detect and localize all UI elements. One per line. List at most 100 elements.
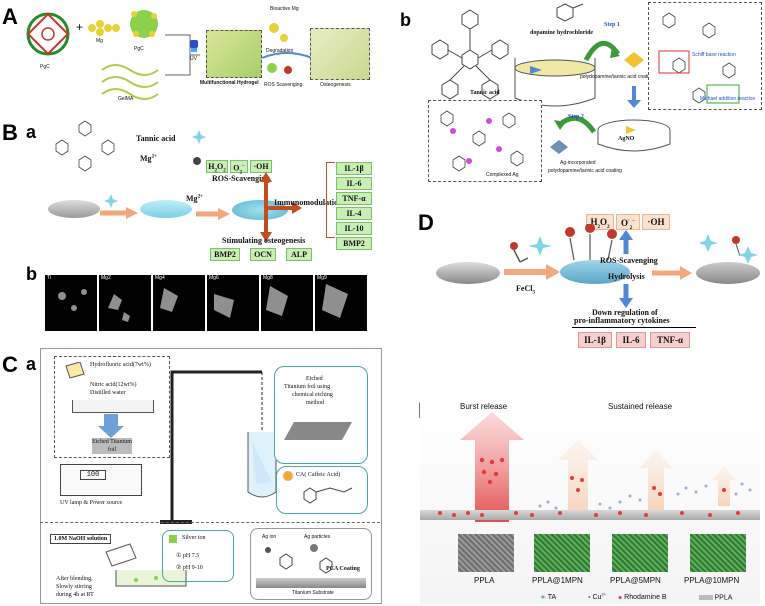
D-released-icon (700, 234, 758, 264)
panel-B-a-label: a (26, 122, 37, 142)
ta-star-icon: ✶ (540, 594, 546, 602)
micro-label-5: Mg8 (263, 275, 273, 281)
C-down-arrow-icon (98, 414, 124, 438)
E-burst-label: Burst release (460, 402, 508, 411)
B-marker-1: BMP2 (210, 248, 240, 261)
C-after2-label: Slowly stirring (56, 584, 92, 590)
mg-ion-cluster-icon (88, 20, 120, 36)
reaction-structure-icon (658, 12, 740, 104)
D-disk-1 (436, 262, 500, 284)
E-legend-ppla: PPLA (714, 594, 733, 602)
micro-image-2: Mg2 (98, 274, 152, 332)
ros-scavenging-label: ROS Scavenging (264, 82, 303, 88)
plus-sign: + (76, 20, 84, 34)
B-h2o2-box: H2O2 (206, 160, 228, 174)
E-sample-label-2: PPLA@1MPN (532, 576, 583, 585)
B-ros-label: ROS-Scavenging (212, 174, 270, 183)
D-disk-3 (696, 262, 760, 284)
B-arrow1-icon (100, 207, 138, 219)
E-legend: ✶ TA • Cu2+ ● Rhodamine B PPLA (540, 592, 732, 604)
ag-incorporated-label: Ag-incorporated (560, 160, 596, 166)
pgc-mg-label: PgC (134, 46, 144, 52)
step1-curved-arrow-icon (583, 41, 621, 62)
michael-label: Michael addition reaction (700, 96, 756, 102)
C-etching-box (54, 356, 170, 458)
D-o2-text: O (620, 218, 628, 228)
D-cytokine-1: IL-1β (578, 332, 612, 348)
coating-label: polydopamine/tannic acid coating (580, 74, 654, 80)
C-ca-dot-icon (283, 471, 293, 481)
B-marker-2: OCN (250, 248, 276, 261)
bioactive-mg-label: Bioactive Mg (270, 6, 299, 12)
panel-B-b-label: b (26, 264, 37, 284)
C-display: 100 (80, 470, 106, 480)
step1-label: Step 1 (604, 22, 620, 28)
D-hydrolysis-label: Hydrolysis (608, 272, 645, 281)
mg-label: Mg (96, 38, 103, 44)
E-sample-3 (612, 534, 668, 572)
B-o2-box: O2− (230, 160, 248, 175)
D-h2o2-text: H (590, 217, 598, 227)
panel-D-label: D (418, 210, 434, 235)
D-down-arrow-icon (619, 284, 633, 308)
D-o2-box: O·2− (616, 214, 640, 231)
C-etched-box-l3: chemical etching (292, 392, 333, 398)
cu-dot-icon: • (588, 594, 591, 602)
C-nitric-label: Nitric acid(12wt%) (90, 382, 137, 388)
D-underline (572, 327, 696, 328)
panel-C-label: C (2, 352, 18, 377)
uv-label: UV (190, 56, 197, 62)
B-cytokine-3: TNF-α (336, 192, 372, 205)
panel-a-label: A (2, 4, 18, 29)
C-etched-box-l2: Titanium foil using (284, 384, 331, 390)
B-cytokine-5: IL-10 (336, 222, 372, 235)
B-cytokine-list: IL-1β IL-6 TNF-α IL-4 IL-10 BMP2 (336, 162, 372, 250)
micro-label-3: Mg4 (155, 275, 165, 281)
B-marker-3: ALP (286, 248, 312, 261)
B-cytokine-6: BMP2 (336, 237, 372, 250)
panel-b-right-label: b (400, 10, 411, 30)
micro-label-1: Ti (47, 275, 51, 281)
B-mg-label: Mg2+ (140, 154, 157, 163)
B-tannic-structure-icon (55, 120, 115, 172)
gelma-label: GelMA (118, 96, 134, 102)
micro-cells-drawing (58, 284, 348, 322)
B-o2-text: O (233, 163, 240, 173)
C-ph2-label: ② pH 9-10 (176, 565, 203, 571)
C-ti-substrate-label: Titanium Substrate (292, 590, 334, 596)
B-stim-label: Stimulating osteogenesis (222, 236, 306, 245)
B-tannic-label: Tannic acid (136, 134, 176, 143)
B-cytokine-2: IL-6 (336, 177, 372, 190)
C-stand-apparatus-icon (160, 370, 277, 524)
tannic-acid-label: Tannic acid (470, 90, 500, 96)
E-release-arrows (460, 412, 752, 522)
B-mg2-label: Mg2+ (186, 194, 203, 203)
ag-coating-label: polydopamine/tannic acid coating (548, 168, 622, 174)
step2-down-arrow-icon (627, 86, 641, 108)
multifunctional-hydrogel-label: Multifunctional Hydrogel (200, 80, 259, 86)
B-tannic-star-icon (192, 130, 206, 144)
agno3-label: AgNO (618, 136, 635, 142)
ppla-swatch-icon (698, 594, 713, 600)
C-divider (40, 522, 380, 523)
ag-structure-icon (440, 110, 524, 172)
step1-beaker-icon (514, 58, 596, 107)
C-ca-label: CA( Caffeic Acid) (296, 472, 341, 478)
C-caffeic-structure-icon (303, 487, 353, 504)
E-sample-4 (690, 534, 746, 572)
C-pca-label: PCA Coating (326, 566, 360, 572)
complexed-ag-label: Complexed Ag (486, 172, 519, 178)
step2-curved-arrow-icon (554, 115, 597, 134)
C-ti-substrate (256, 578, 366, 588)
E-film-dots (438, 511, 740, 517)
rhodamine-dot-icon: ● (617, 594, 623, 602)
ag-sample-icon (550, 140, 568, 154)
D-arrow-icon (504, 264, 560, 280)
B-mg2-text: Mg (186, 194, 198, 203)
osteogenesis-box (310, 28, 370, 80)
D-up-arrow-icon (619, 230, 633, 254)
C-silver-label: Silver ion (182, 535, 206, 541)
C-pca-structure-icon (265, 544, 333, 574)
E-sample-label-3: PPLA@5MPN (610, 576, 661, 585)
B-oh-box: ·OH (250, 160, 272, 173)
